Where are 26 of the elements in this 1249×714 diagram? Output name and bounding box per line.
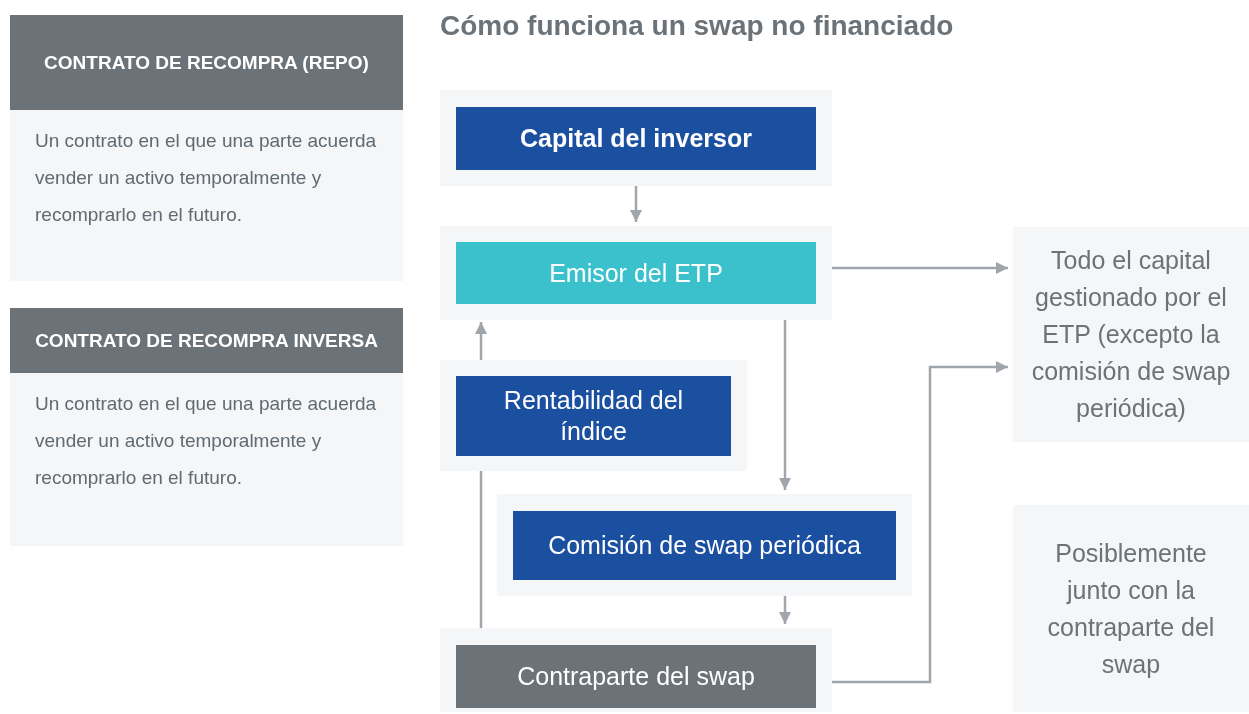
panel-background — [440, 628, 832, 712]
connector-line — [479, 471, 483, 628]
arrow — [630, 186, 642, 222]
arrow — [779, 320, 791, 490]
card-text: Un contrato en el que una parte acuerda vender un activo temporalmente y recomprarlo en el futuro. — [35, 392, 378, 490]
panel-background — [497, 494, 912, 596]
process-box: Emisor del ETP — [456, 242, 816, 304]
panel-background — [440, 90, 832, 186]
definition-card — [10, 308, 403, 546]
process-box: Contraparte del swap — [456, 645, 816, 708]
arrow — [832, 361, 1008, 684]
process-box: Rentabilidad del índice — [456, 376, 731, 456]
process-box: Comisión de swap periódica — [513, 511, 896, 580]
card-heading: CONTRATO DE RECOMPRA INVERSA — [10, 308, 403, 373]
panel-background — [440, 226, 832, 320]
card-text: Un contrato en el que una parte acuerda vender un activo temporalmente y recomprarlo en el futuro. — [35, 129, 378, 227]
process-box: Capital del inversor — [456, 107, 816, 170]
definition-card — [10, 15, 403, 281]
arrow — [475, 322, 487, 360]
card-heading: CONTRATO DE RECOMPRA (REPO) — [10, 15, 403, 110]
note-box: Todo el capital gestionado por el ETP (excepto la comisión de swap periódica) — [1013, 227, 1249, 442]
arrow — [832, 262, 1008, 274]
panel-background — [440, 360, 747, 471]
diagram-title: Cómo funciona un swap no financiado — [440, 10, 954, 42]
arrow — [779, 596, 791, 624]
note-box: Posiblemente junto con la contraparte del swap — [1013, 505, 1249, 712]
